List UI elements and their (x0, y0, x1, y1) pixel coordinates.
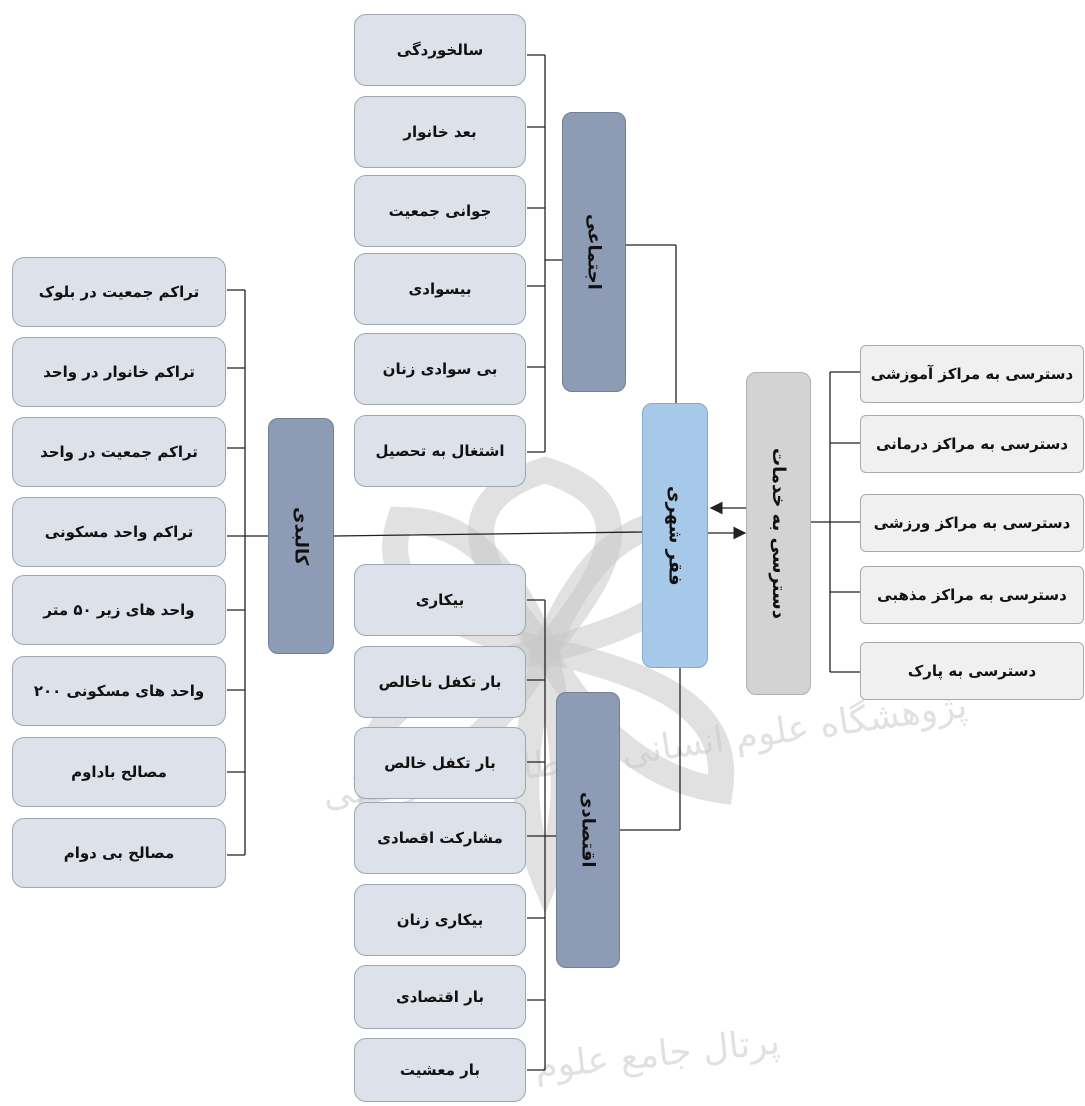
category-economic: اقتصادی (556, 692, 620, 968)
social-item-illiteracy: بیسوادی (354, 253, 526, 325)
social-item-youth: جوانی جمعیت (354, 175, 526, 247)
social-item-aging: سالخوردگی (354, 14, 526, 86)
economic-item-gross-dependency: بار تکفل ناخالص (354, 646, 526, 718)
physical-item-durable-materials: مصالح باداوم (12, 737, 226, 807)
physical-item-household-density: تراکم خانوار در واحد (12, 337, 226, 407)
physical-item-residential-density: تراکم واحد مسکونی (12, 497, 226, 567)
economic-item-unemployment: بیکاری (354, 564, 526, 636)
service-item-park: دسترسی به پارک (860, 642, 1084, 700)
physical-item-residential-200: واحد های مسکونی ۲۰۰ (12, 656, 226, 726)
category-physical: کالبدی (268, 418, 334, 654)
social-item-household-size: بعد خانوار (354, 96, 526, 168)
social-item-education: اشتغال به تحصیل (354, 415, 526, 487)
physical-item-non-durable-materials: مصالح بی دوام (12, 818, 226, 888)
economic-item-net-dependency: بار تکفل خالص (354, 727, 526, 799)
category-urban-poverty: فقر شهری (642, 403, 708, 668)
service-item-sports: دسترسی به مراکز ورزشی (860, 494, 1084, 552)
economic-item-economic-participation: مشارکت اقصادی (354, 802, 526, 874)
social-item-female-illiteracy: بی سوادی زنان (354, 333, 526, 405)
category-social: اجتماعی (562, 112, 626, 392)
physical-item-block-density: تراکم جمعیت در بلوک (12, 257, 226, 327)
economic-item-economic-burden: بار اقتصادی (354, 965, 526, 1029)
economic-item-female-unemployment: بیکاری زنان (354, 884, 526, 956)
category-service-access: دسترسی به خدمات (746, 372, 811, 695)
service-item-religious: دسترسی به مراکز مذهبی (860, 566, 1084, 624)
economic-item-livelihood-burden: بار معشیت (354, 1038, 526, 1102)
physical-item-unit-pop-density: تراکم جمعیت در واحد (12, 417, 226, 487)
service-item-educational: دسترسی به مراکز آموزشی (860, 345, 1084, 403)
physical-item-under-50m: واحد های زیر ۵۰ متر (12, 575, 226, 645)
service-item-medical: دسترسی به مراکز درمانی (860, 415, 1084, 473)
